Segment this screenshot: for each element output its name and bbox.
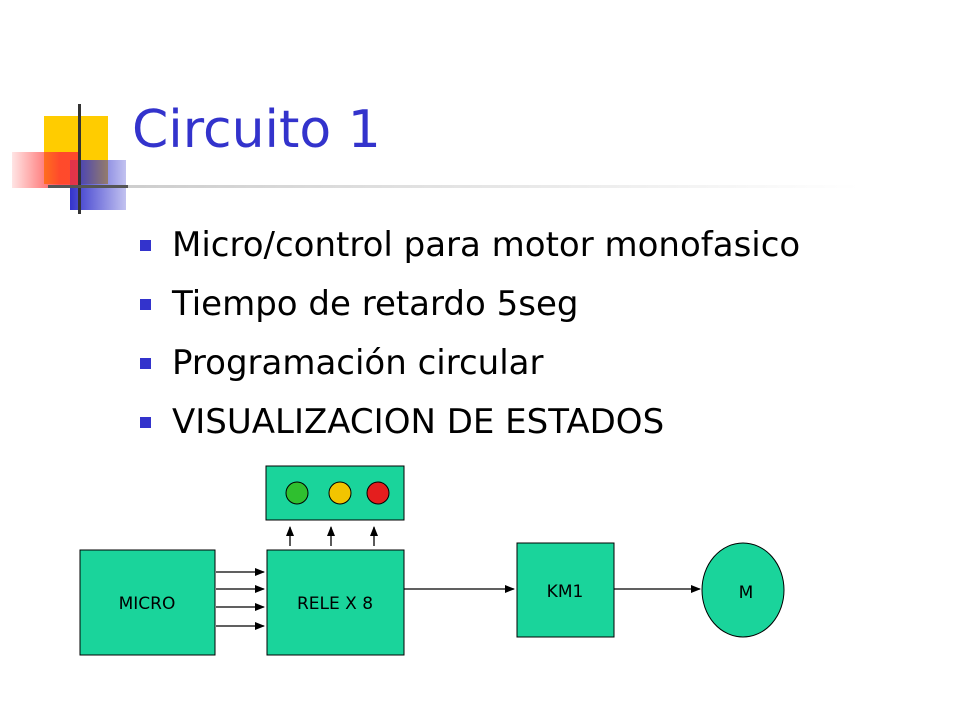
bullet-text: Programación circular (172, 343, 544, 383)
deco-horizontal-line (48, 185, 860, 188)
micro-block (79, 549, 216, 656)
bullet-square-icon (140, 417, 151, 428)
motor-label: M (739, 583, 754, 603)
indicator-red-light (366, 481, 390, 505)
micro-label: MICRO (119, 594, 176, 614)
deco-vertical-line (78, 104, 81, 214)
bullet-list: Micro/control para motor monofasico Tiem… (140, 222, 800, 458)
bullet-text: VISUALIZACION DE ESTADOS (172, 402, 665, 442)
bullet-text: Tiempo de retardo 5seg (172, 284, 579, 324)
bullet-item: VISUALIZACION DE ESTADOS (140, 399, 800, 458)
relay-label: RELE X 8 (297, 594, 373, 614)
bullet-square-icon (140, 240, 151, 251)
km1-label: KM1 (547, 582, 584, 602)
slide-title: Circuito 1 (132, 100, 381, 160)
indicator-green-light (285, 481, 309, 505)
bullet-item: Programación circular (140, 340, 800, 399)
indicator-yellow-light (328, 481, 352, 505)
bullet-text: Micro/control para motor monofasico (172, 225, 801, 265)
bullet-item: Micro/control para motor monofasico (140, 222, 800, 281)
motor-circle (701, 542, 785, 638)
bullet-item: Tiempo de retardo 5seg (140, 281, 800, 340)
bullet-square-icon (140, 358, 151, 369)
km1-block (516, 542, 615, 638)
bullet-square-icon (140, 299, 151, 310)
deco-red-bar (12, 152, 80, 188)
slide-decoration (12, 104, 860, 214)
deco-horizontal-dark (48, 185, 128, 188)
relay-block (266, 549, 405, 656)
